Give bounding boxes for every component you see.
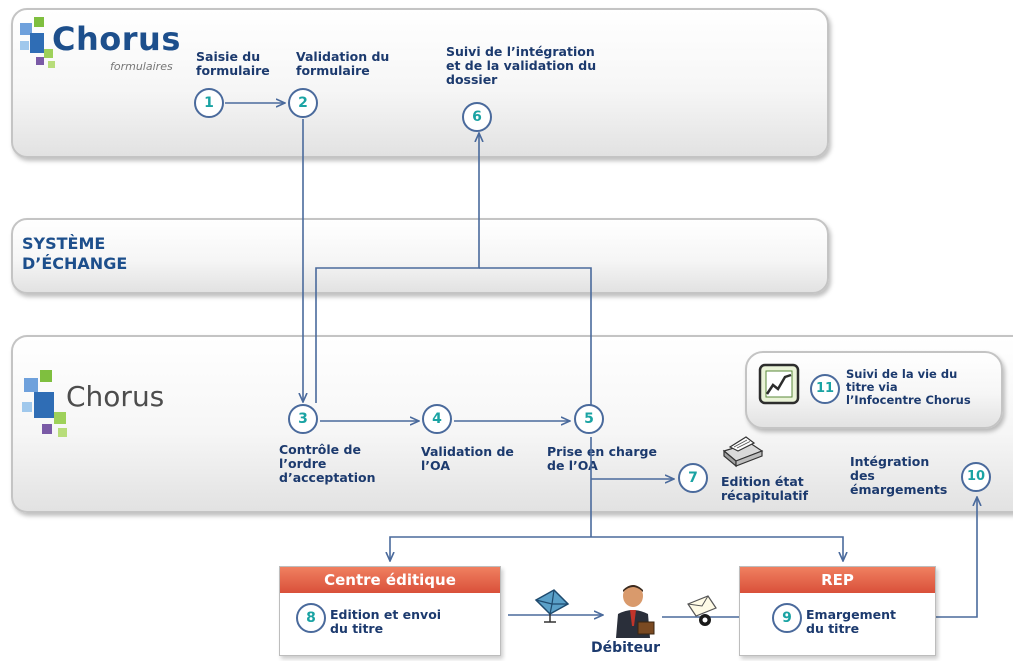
step-6: 6	[462, 102, 492, 132]
step-2: 2	[288, 88, 318, 118]
chorus-logo-icon	[22, 370, 67, 437]
label-validation-formulaire: Validation du formulaire	[296, 49, 390, 78]
label-edition-etat: Edition état récapitulatif	[721, 474, 809, 503]
systeme-echange-title: SYSTÈME D’ÉCHANGE	[22, 234, 128, 273]
label-suivi-integration: Suivi de l’intégration et de la validati…	[446, 44, 597, 87]
label-infocentre: Suivi de la vie du titre via l’Infocentr…	[846, 367, 971, 407]
centre-editique-box: Centre éditique	[279, 566, 501, 656]
chorus-formulaires-logo-icon	[20, 17, 55, 68]
chorus-title: Chorus	[66, 380, 165, 413]
printer-icon	[722, 436, 764, 468]
step-3: 3	[288, 404, 318, 434]
chart-icon	[758, 363, 800, 405]
step-1: 1	[194, 88, 224, 118]
centre-editique-header: Centre éditique	[280, 567, 500, 593]
label-integration-emargements: Intégration des émargements	[850, 454, 948, 497]
step-5: 5	[574, 404, 604, 434]
person-icon	[616, 585, 655, 638]
label-validation-oa: Validation de l’OA	[421, 444, 514, 473]
label-saisie-formulaire: Saisie du formulaire	[196, 49, 270, 78]
step-11: 11	[810, 374, 840, 404]
step-10: 10	[961, 462, 991, 492]
envelope-icon	[534, 589, 570, 623]
label-edition-envoi: Edition et envoi du titre	[330, 607, 442, 636]
rep-header: REP	[740, 567, 935, 593]
rep-box: REP	[739, 566, 936, 656]
chorus-formulaires-subtitle: formulaires	[110, 60, 173, 73]
chorus-formulaires-title: Chorus	[52, 20, 181, 58]
label-emargement: Emargement du titre	[806, 607, 896, 636]
step-4: 4	[422, 404, 452, 434]
step-7: 7	[678, 463, 708, 493]
mail-icon	[687, 595, 717, 626]
step-9: 9	[772, 603, 802, 633]
chorus-formulaires-panel	[11, 8, 829, 158]
label-controle-ordre: Contrôle de l’ordre d’acceptation	[279, 442, 376, 485]
systeme-echange-panel	[11, 218, 829, 294]
step-8: 8	[296, 603, 326, 633]
label-prise-en-charge: Prise en charge de l’OA	[547, 444, 657, 473]
debiteur-label: Débiteur	[591, 640, 660, 656]
